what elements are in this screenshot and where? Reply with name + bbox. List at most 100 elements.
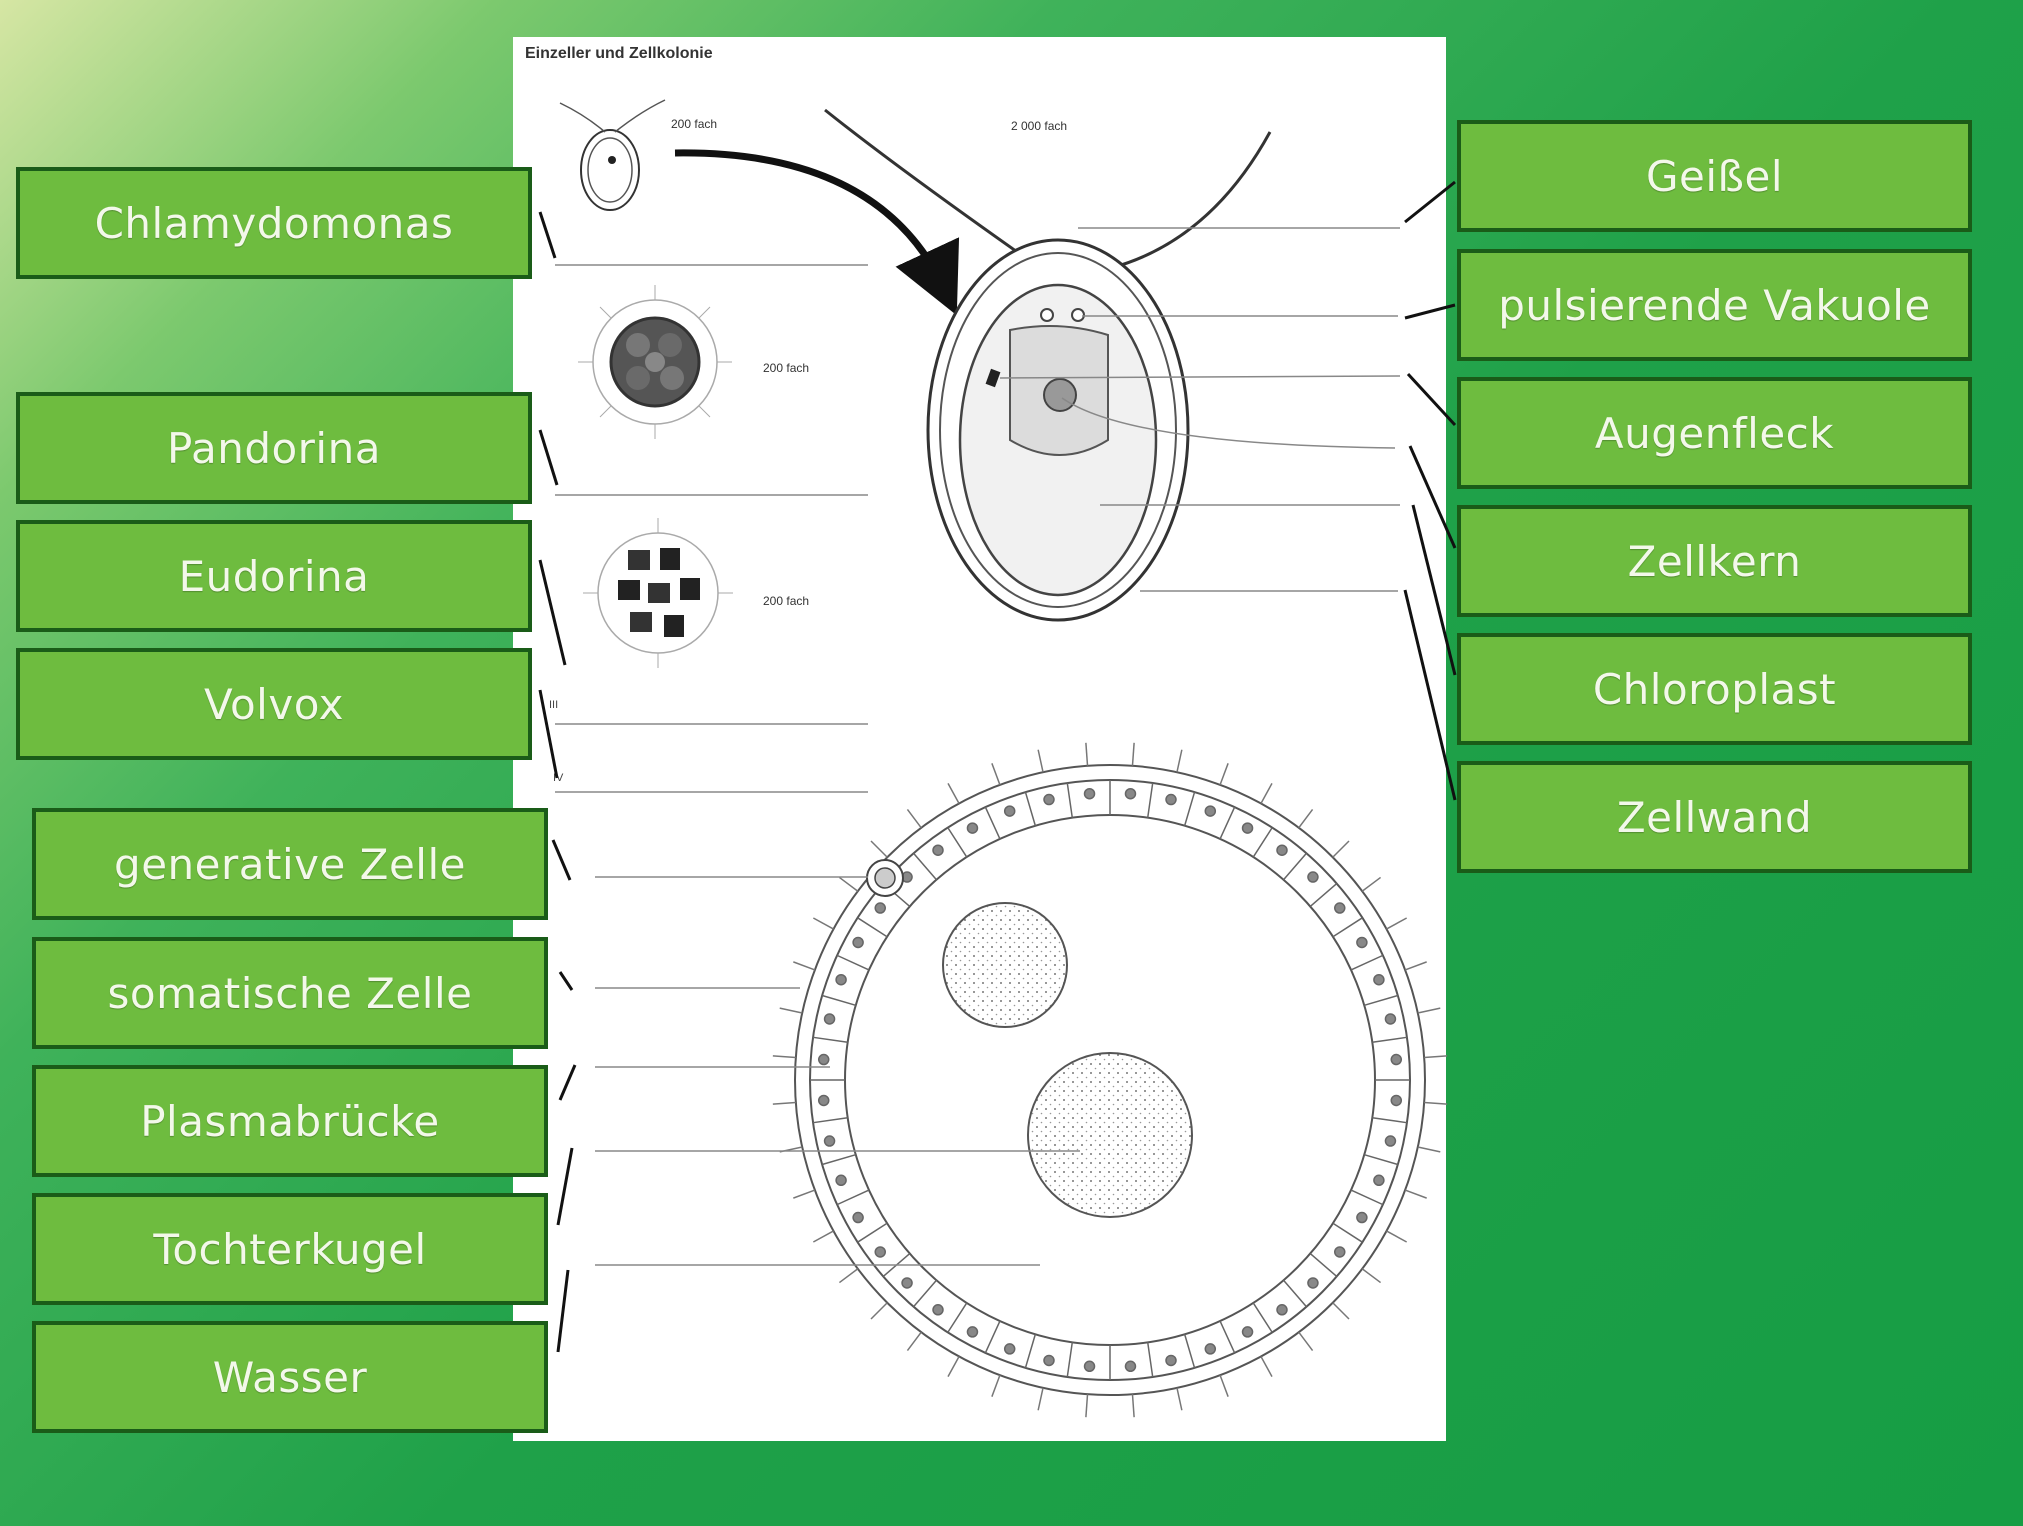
volvox-flagellum [1418,1008,1440,1013]
volvox-cell [1044,1355,1054,1365]
volvox-flagellum [1405,962,1427,970]
volvox-flagellum [1333,1303,1349,1319]
volvox-flagellum [1261,783,1272,803]
volvox-cell [1205,806,1215,816]
volvox-flagellum [1333,841,1349,857]
volvox-drawing [773,743,1447,1417]
volvox-flagellum [773,1102,796,1104]
volvox-cell [836,975,846,985]
volvox-flagellum [773,1056,796,1058]
volvox-cell [1085,1361,1095,1371]
volvox-cell [875,903,885,913]
left-connectors [540,212,575,1352]
volvox-flagellum [1132,1394,1134,1417]
label-somatische-zelle[interactable]: somatische Zelle [32,937,548,1049]
label-generative-zelle[interactable]: generative Zelle [32,808,548,920]
label-chloroplast[interactable]: Chloroplast [1457,633,1972,745]
volvox-cell [1374,1175,1384,1185]
volvox-cell [1085,789,1095,799]
volvox-flagellum [1386,1231,1406,1242]
volvox-cell [1385,1136,1395,1146]
volvox-flagellum [907,1332,921,1350]
volvox-cell [1385,1014,1395,1024]
volvox-cell [1205,1344,1215,1354]
volvox-cell [933,845,943,855]
volvox-flagellum [1418,1147,1440,1152]
volvox-flagellum [1424,1102,1447,1104]
eudorina-drawing [583,518,733,668]
chlamydomonas-detail-drawing [825,110,1400,620]
volvox-flagellum [992,763,1000,785]
volvox-cell [967,1327,977,1337]
volvox-flagellum [1362,1269,1380,1283]
label-eudorina[interactable]: Eudorina [16,520,532,632]
volvox-cell [853,1213,863,1223]
volvox-flagellum [1086,743,1088,766]
volvox-cell [1005,1344,1015,1354]
volvox-flagellum [1299,1332,1313,1350]
volvox-cell [1308,872,1318,882]
volvox-flagellum [1405,1190,1427,1198]
chlamydomonas-small-drawing [560,100,665,210]
volvox-flagellum [1086,1394,1088,1417]
volvox-flagellum [1038,1388,1043,1410]
volvox-flagellum [1386,918,1406,929]
volvox-cell [819,1055,829,1065]
volvox-flagellum [813,1231,833,1242]
volvox-cell [853,937,863,947]
volvox-cell [967,823,977,833]
volvox-flagellum [1132,743,1134,766]
volvox-flagellum [780,1008,802,1013]
label-zellwand[interactable]: Zellwand [1457,761,1972,873]
pandorina-drawing [578,285,732,439]
volvox-cell [819,1095,829,1105]
volvox-flagellum [1220,1375,1228,1397]
volvox-cell [1044,795,1054,805]
label-plasmabruecke[interactable]: Plasmabrücke [32,1065,548,1177]
volvox-flagellum [839,1269,857,1283]
label-geissel[interactable]: Geißel [1457,120,1972,232]
volvox-cell [1335,1247,1345,1257]
volvox-flagellum [1424,1056,1447,1058]
magnify-arrow [675,153,945,290]
label-volvox[interactable]: Volvox [16,648,532,760]
volvox-cell [1391,1055,1401,1065]
volvox-cell [902,1278,912,1288]
volvox-flagellum [871,1303,887,1319]
label-augenfleck[interactable]: Augenfleck [1457,377,1972,489]
volvox-flagellum [1038,750,1043,772]
label-pandorina[interactable]: Pandorina [16,392,532,504]
volvox-cell [1357,1213,1367,1223]
volvox-flagellum [813,918,833,929]
right-connectors [1405,182,1455,800]
volvox-cell [875,1247,885,1257]
volvox-cell [1166,795,1176,805]
volvox-flagellum [871,841,887,857]
volvox-cell [1308,1278,1318,1288]
label-pulsierende-vakuole[interactable]: pulsierende Vakuole [1457,249,1972,361]
volvox-cell [825,1014,835,1024]
label-zellkern[interactable]: Zellkern [1457,505,1972,617]
volvox-flagellum [948,783,959,803]
volvox-flagellum [1177,750,1182,772]
label-chlamydomonas[interactable]: Chlamydomonas [16,167,532,279]
volvox-cell [825,1136,835,1146]
volvox-cell [1335,903,1345,913]
volvox-flagellum [1299,809,1313,827]
volvox-cell [1277,1305,1287,1315]
volvox-flagellum [1220,763,1228,785]
volvox-flagellum [1177,1388,1182,1410]
volvox-cell [1243,823,1253,833]
volvox-cell [1125,789,1135,799]
label-wasser[interactable]: Wasser [32,1321,548,1433]
volvox-cell [1166,1355,1176,1365]
volvox-cell [836,1175,846,1185]
volvox-cell [1277,845,1287,855]
volvox-cell [1357,937,1367,947]
volvox-flagellum [793,1190,815,1198]
volvox-flagellum [793,962,815,970]
volvox-flagellum [1261,1356,1272,1376]
volvox-flagellum [1362,877,1380,891]
label-tochterkugel[interactable]: Tochterkugel [32,1193,548,1305]
volvox-cell [1005,806,1015,816]
